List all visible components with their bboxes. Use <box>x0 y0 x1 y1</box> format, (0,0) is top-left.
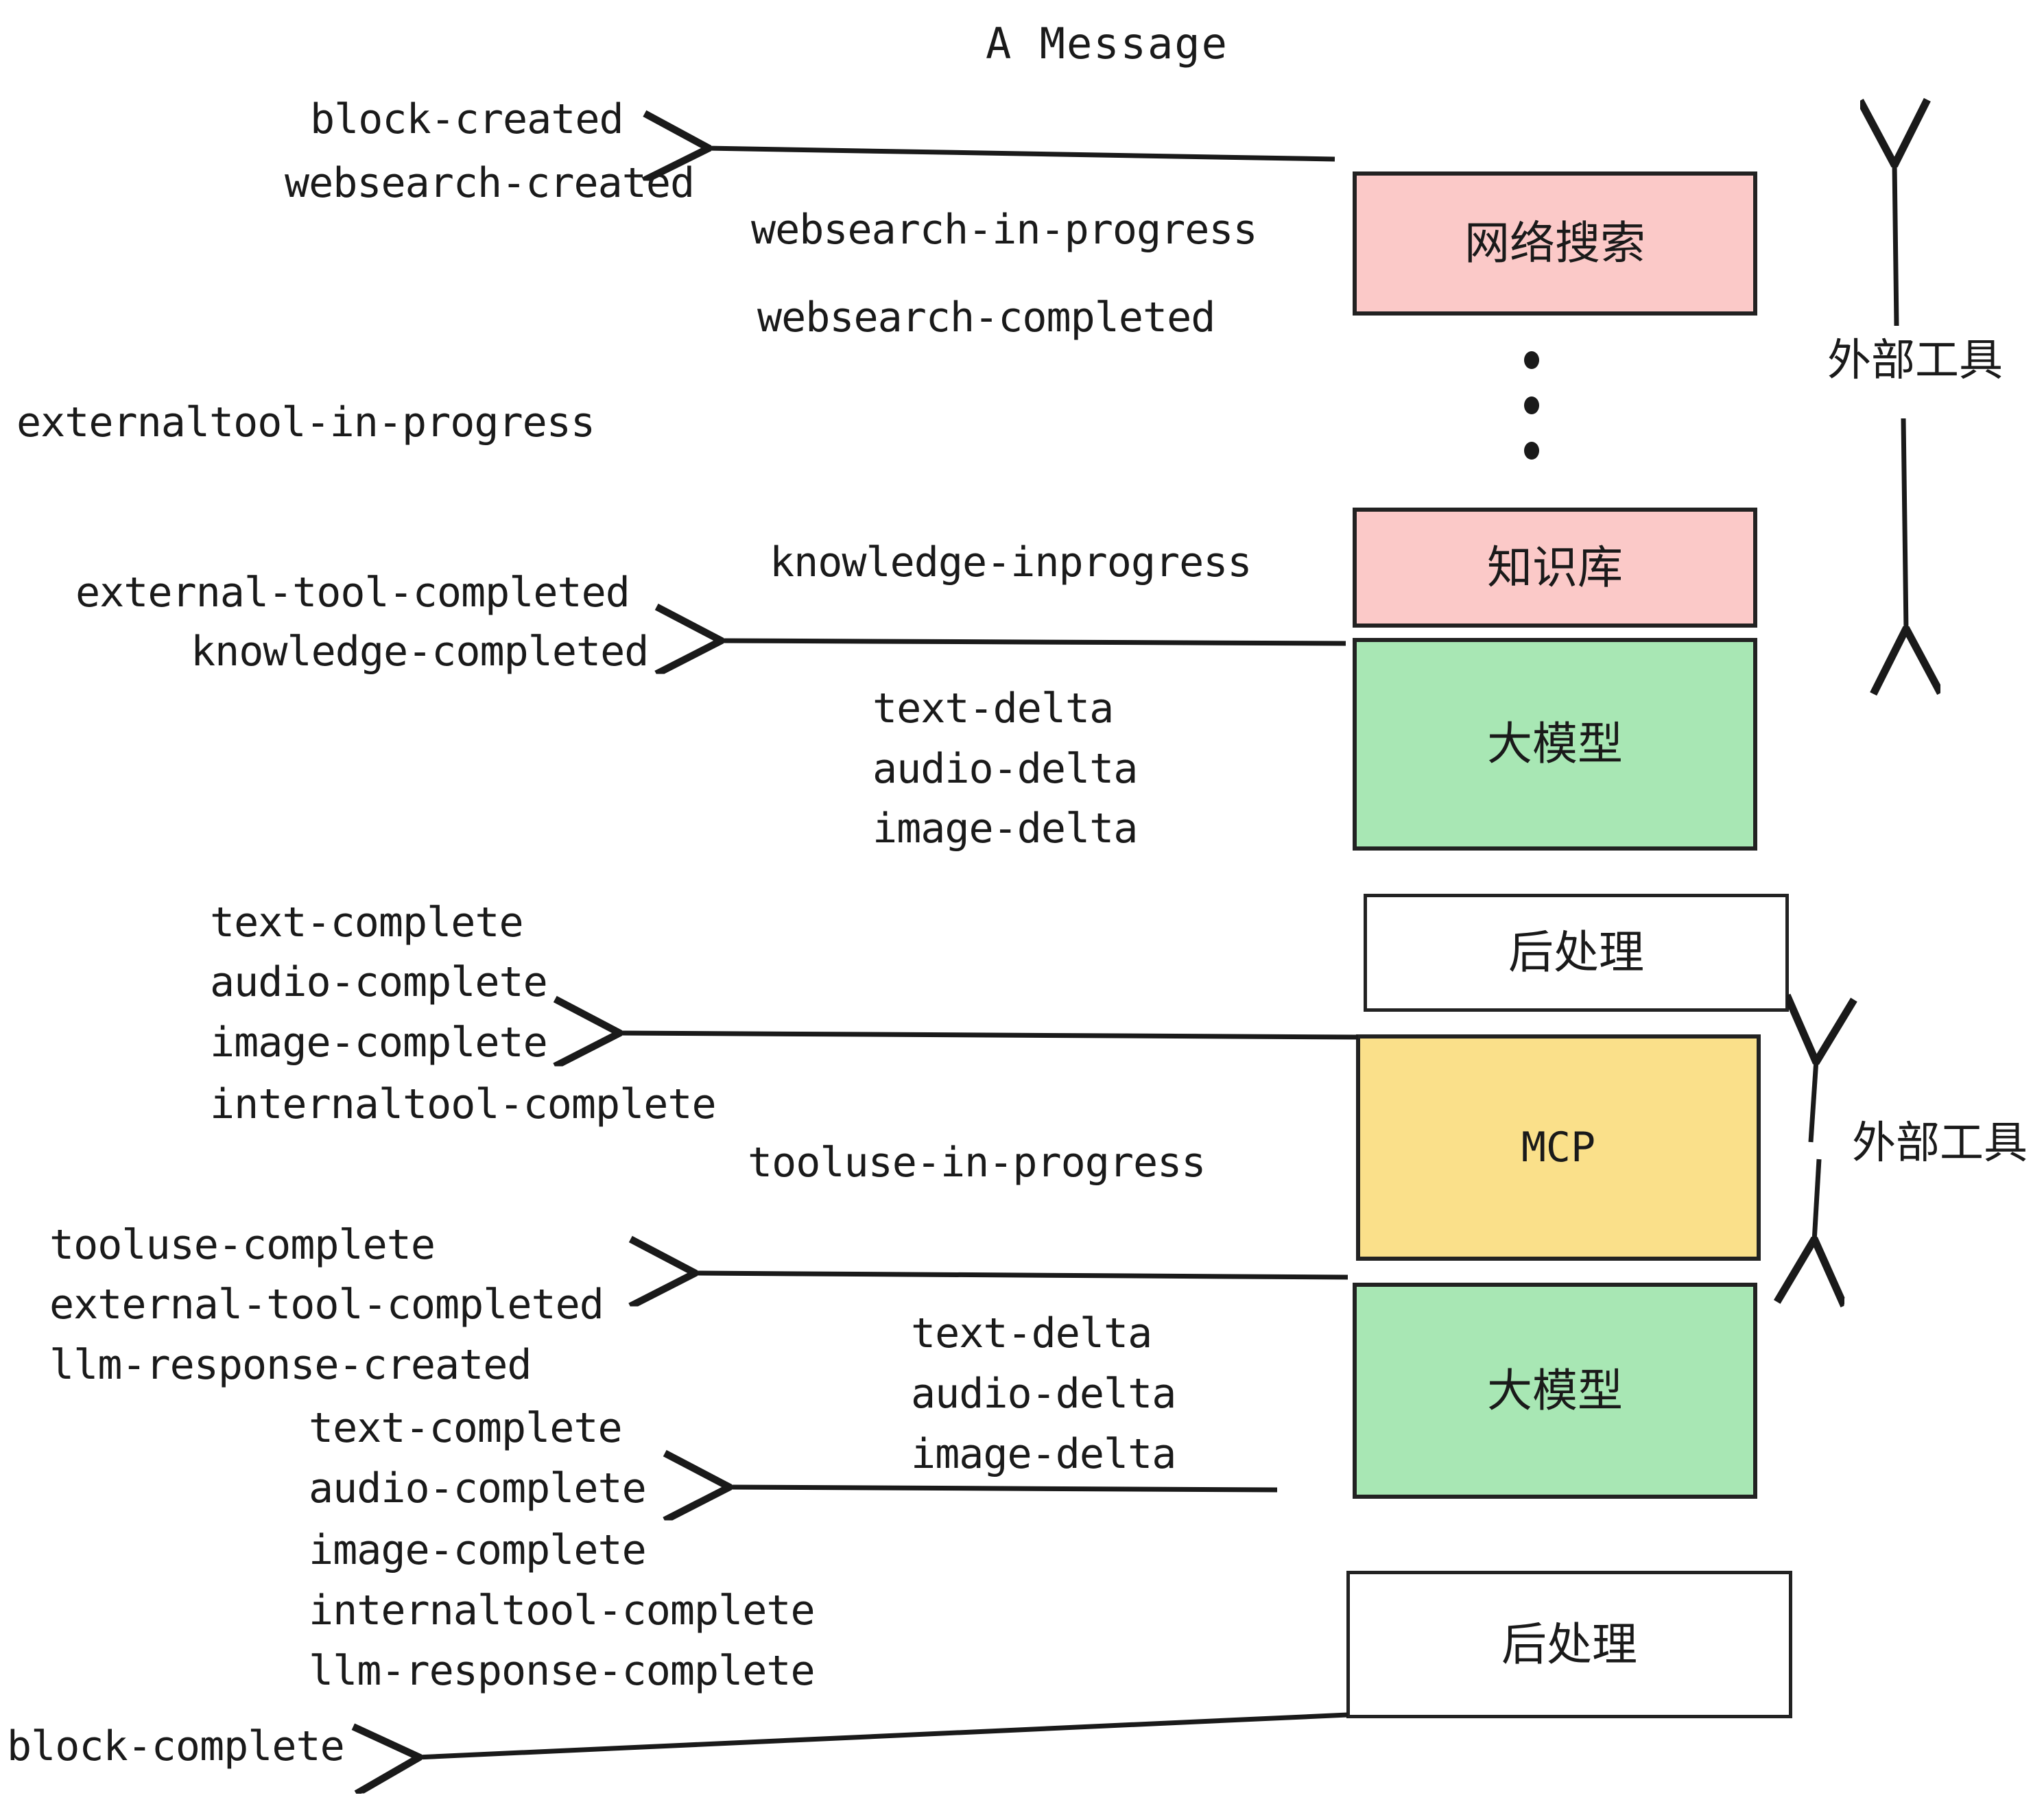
ellipsis-dot-1 <box>1524 351 1539 369</box>
event-image-complete-2: image-complete <box>309 1526 647 1574</box>
box-llm-bottom-label: 大模型 <box>1487 1364 1623 1417</box>
event-text-delta-2: text-delta <box>911 1309 1152 1357</box>
arrow-external-tools-bottom-down <box>1814 1159 1819 1242</box>
box-mcp-label: MCP <box>1521 1124 1596 1172</box>
diagram-title: A Message <box>986 19 1228 69</box>
arrow-external-tools-bottom-up <box>1811 1060 1816 1143</box>
event-websearch-completed: websearch-completed <box>757 294 1215 342</box>
box-mcp[interactable]: MCP <box>1356 1034 1761 1261</box>
box-llm-top[interactable]: 大模型 <box>1353 638 1757 851</box>
event-audio-delta-1: audio-delta <box>872 745 1138 793</box>
ellipsis-dot-2 <box>1524 396 1539 414</box>
event-image-delta-1: image-delta <box>872 805 1138 853</box>
arrow-post-bottom-to-block-complete <box>417 1712 1348 1757</box>
event-llm-response-created: llm-response-created <box>49 1341 532 1389</box>
arrow-knowledge-to-completed <box>719 641 1346 643</box>
external-tools-label-top: 外部工具 <box>1827 335 2003 386</box>
event-tooluse-complete: tooluse-complete <box>49 1221 436 1269</box>
event-knowledge-completed: knowledge-completed <box>191 628 649 676</box>
event-internaltool-complete-1: internaltool-complete <box>210 1080 717 1128</box>
box-post-top-label: 后处理 <box>1508 926 1644 979</box>
external-tools-label-bottom: 外部工具 <box>1852 1118 2028 1169</box>
box-websearch-label: 网络搜索 <box>1464 217 1645 270</box>
box-knowledge-label: 知识库 <box>1487 541 1623 594</box>
event-text-complete-1: text-complete <box>210 899 524 947</box>
event-external-tool-completed-2: external-tool-completed <box>49 1281 604 1329</box>
event-image-complete-1: image-complete <box>210 1019 548 1067</box>
box-knowledge[interactable]: 知识库 <box>1353 508 1757 628</box>
event-audio-delta-2: audio-delta <box>911 1370 1176 1418</box>
event-knowledge-inprogress: knowledge-inprogress <box>770 538 1252 586</box>
event-llm-response-complete: llm-response-complete <box>309 1647 816 1695</box>
box-post-bottom[interactable]: 后处理 <box>1346 1571 1792 1718</box>
event-block-complete: block-complete <box>7 1722 345 1770</box>
event-websearch-in-progress: websearch-in-progress <box>751 206 1258 254</box>
arrow-websearch-to-created <box>706 148 1335 159</box>
event-tooluse-in-progress: tooluse-in-progress <box>748 1139 1206 1187</box>
event-internaltool-complete-2: internaltool-complete <box>309 1587 816 1635</box>
event-externaltool-in-progress: externaltool-in-progress <box>16 399 595 447</box>
ellipsis-dot-3 <box>1524 442 1539 460</box>
box-post-top[interactable]: 后处理 <box>1364 894 1789 1012</box>
arrow-post-top-to-image-complete <box>617 1033 1359 1037</box>
box-llm-bottom[interactable]: 大模型 <box>1353 1283 1757 1499</box>
event-image-delta-2: image-delta <box>911 1430 1176 1478</box>
event-text-complete-2: text-complete <box>309 1404 623 1452</box>
event-audio-complete-2: audio-complete <box>309 1464 647 1512</box>
event-block-created: block-created <box>310 95 624 143</box>
event-audio-complete-1: audio-complete <box>210 958 548 1006</box>
box-post-bottom-label: 后处理 <box>1501 1617 1637 1671</box>
event-external-tool-completed-1: external-tool-completed <box>75 569 630 617</box>
arrow-external-tools-top-up <box>1894 163 1897 327</box>
arrow-mcp-to-tooluse-complete <box>693 1273 1348 1277</box>
box-websearch[interactable]: 网络搜索 <box>1353 171 1757 316</box>
arrow-external-tools-top-down <box>1903 418 1906 631</box>
event-text-delta-1: text-delta <box>872 685 1114 733</box>
event-websearch-created: websearch-created <box>285 159 695 207</box>
box-llm-top-label: 大模型 <box>1487 717 1623 770</box>
arrow-llm-bottom-to-audio-complete <box>727 1487 1278 1490</box>
